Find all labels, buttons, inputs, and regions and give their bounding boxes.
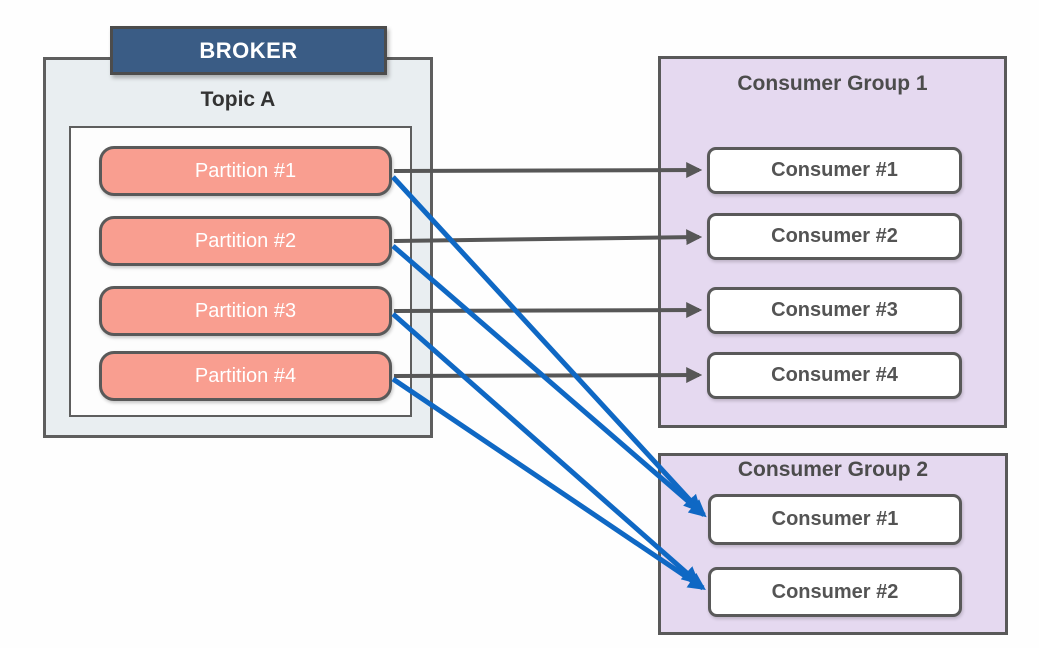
partition-3: Partition #3 [99,286,392,336]
partition-2: Partition #2 [99,216,392,266]
group1-consumer-2: Consumer #2 [707,213,962,260]
arrow-partition2-to-group1-consumer2 [393,229,703,246]
group2-consumer-1: Consumer #1 [708,494,962,545]
arrow-partition3-to-group1-consumer3 [393,302,703,319]
group1-consumer-3: Consumer #3 [707,287,962,334]
broker-header: BROKER [110,26,387,75]
arrow-partition4-to-group1-consumer4 [393,367,703,384]
consumer-group-2-title: Consumer Group 2 [737,458,929,481]
consumer-group-1-title: Consumer Group 1 [737,72,928,95]
arrow-partition3-to-group2-consumer2 [391,312,700,585]
arrow-partition1-to-group2-consumer1 [391,175,702,513]
topic-a-label: Topic A [200,88,276,111]
arrow-partition4-to-group2-consumer2 [391,376,706,591]
group1-consumer-4: Consumer #4 [707,352,962,399]
arrow-partition1-to-group1-consumer1 [393,162,703,179]
partition-4: Partition #4 [99,351,392,401]
group2-consumer-2: Consumer #2 [708,567,962,617]
partition-1: Partition #1 [99,146,392,196]
group1-consumer-1: Consumer #1 [707,147,962,194]
